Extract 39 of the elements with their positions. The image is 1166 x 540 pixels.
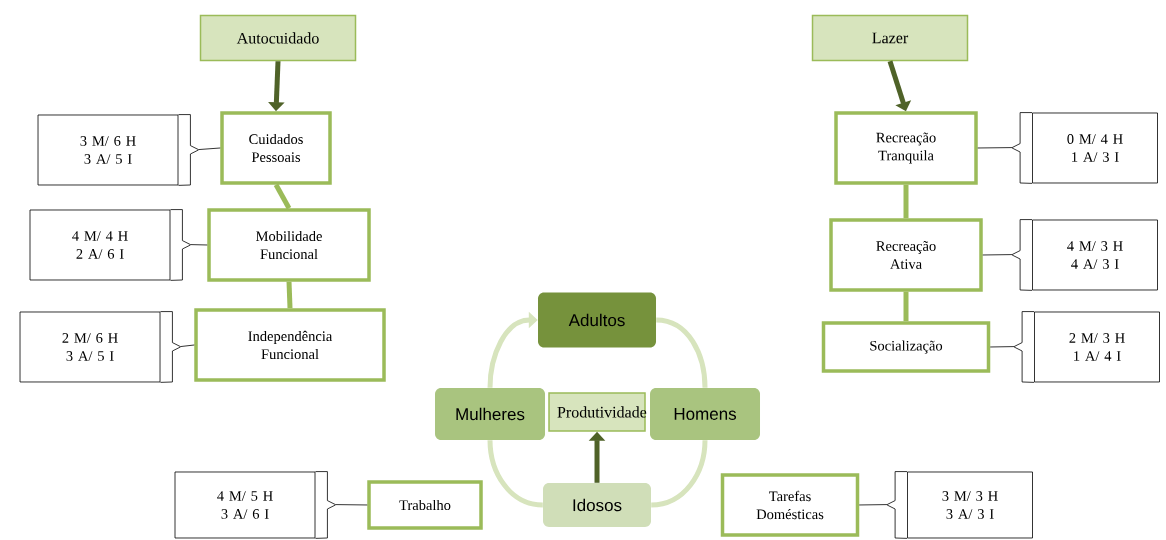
category-box: Trabalho [367,480,483,530]
count-box: 0 M/ 4 H 1 A/ 3 I [1032,112,1158,184]
category-box: Mobilidade Funcional [207,208,371,282]
count-box: 4 M/ 4 H 2 A/ 6 I [29,209,171,281]
group-box: Mulheres [435,388,545,440]
count-box: 4 M/ 3 H 4 A/ 3 I [1032,219,1158,291]
cycle-arrow [487,311,538,388]
cycle-arc [651,440,708,508]
group-box: Homens [650,388,760,440]
cycle-arc [487,440,543,508]
count-box: 3 M/ 6 H 3 A/ 5 I [37,114,179,186]
bracket [170,209,208,281]
group-box: Idosos [543,483,651,527]
bracket [858,471,908,539]
category-box: Independência Funcional [194,308,386,382]
group-box: Adultos [538,292,656,348]
connector-line [286,281,293,309]
count-box: 2 M/ 6 H 3 A/ 5 I [19,311,161,383]
count-box: 4 M/ 5 H 3 A/ 6 I [174,471,316,539]
bracket [989,311,1035,383]
heading-box: Autocuidado [199,14,357,62]
bracket [178,114,221,186]
connector-line [903,291,909,322]
count-box: 3 M/ 3 H 3 A/ 3 I [907,471,1033,539]
cycle-arc [656,317,708,388]
heading-box: Lazer [811,14,969,62]
category-box: Socialização [821,321,991,373]
connector-line [273,183,292,210]
bracket [977,112,1033,184]
category-box: Tarefas Domésticas [720,473,860,537]
bracket [160,311,195,383]
category-box: Cuidados Pessoais [220,111,332,185]
category-box: Recreação Tranquila [834,111,978,185]
heading-box: Produtividade [548,392,647,432]
connector-line [903,184,909,219]
bracket [315,471,368,539]
category-box: Recreação Ativa [829,218,983,292]
count-box: 2 M/ 3 H 1 A/ 4 I [1034,311,1160,383]
bracket [982,219,1033,291]
